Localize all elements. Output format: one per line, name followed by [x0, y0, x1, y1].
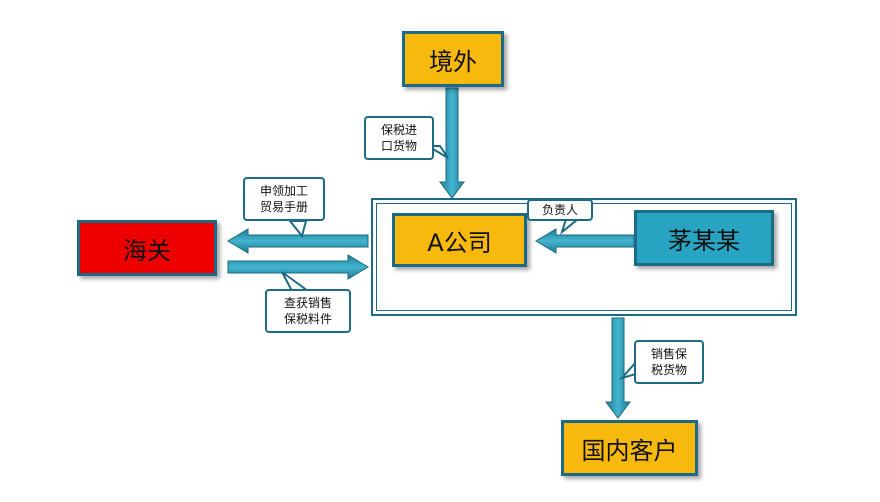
arrow-person-to-company	[535, 228, 635, 254]
node-domestic-customers: 国内客户	[561, 420, 698, 476]
callout-apply-manual: 申领加工 贸易手册	[243, 177, 325, 221]
node-overseas: 境外	[402, 31, 504, 87]
arrow-overseas-to-company	[439, 87, 465, 199]
node-customs: 海关	[77, 220, 217, 276]
arrow-customs-to-company	[227, 254, 369, 280]
arrow-company-to-customers	[605, 317, 631, 419]
callout-pointer-manual	[287, 220, 308, 239]
callout-sell-goods: 销售保 税货物	[634, 340, 704, 384]
callout-import-goods: 保税进 口货物	[364, 116, 434, 160]
callout-seize-materials: 查获销售 保税料件	[265, 289, 351, 333]
arrow-company-to-customs	[227, 228, 369, 254]
node-mao: 茅某某	[634, 210, 774, 266]
node-company-a: A公司	[392, 213, 527, 267]
callout-responsible-person: 负责人	[527, 199, 593, 221]
